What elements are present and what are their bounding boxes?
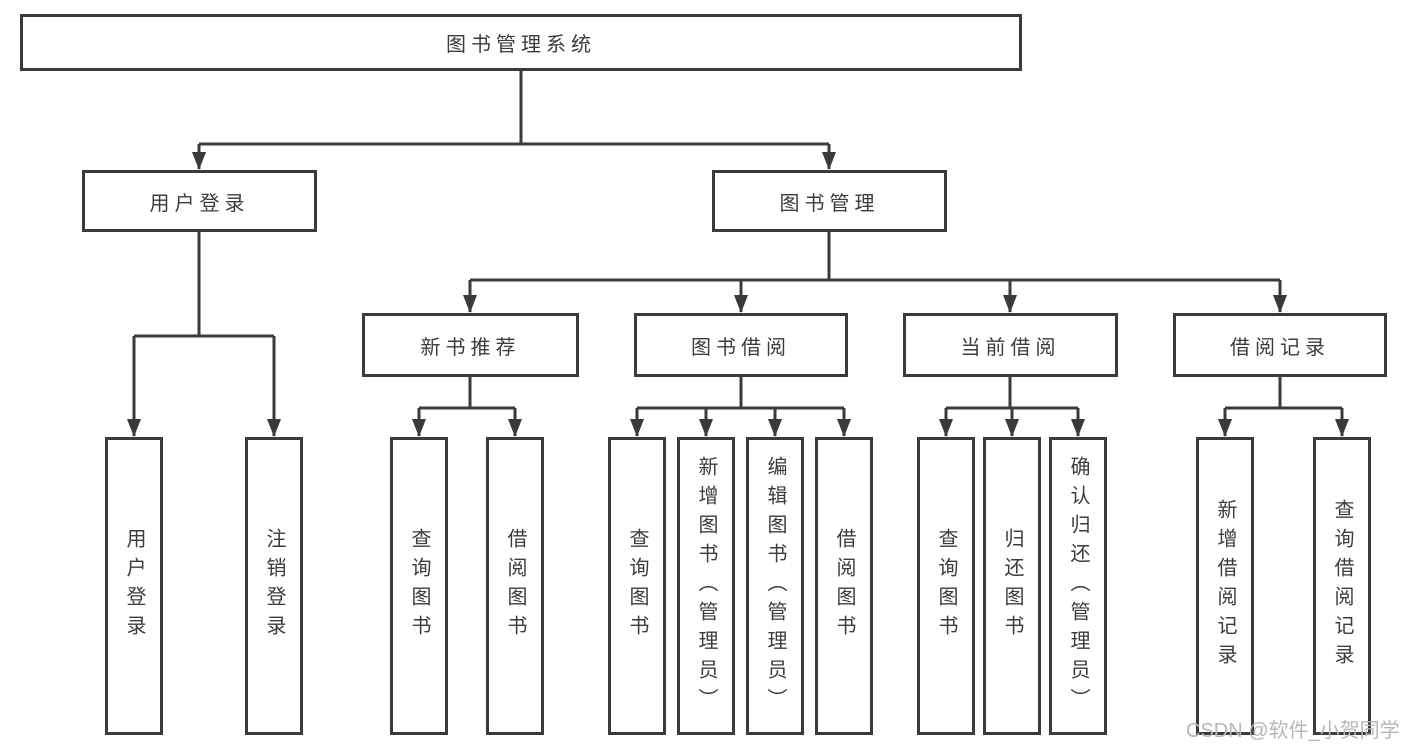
node-book-management: 图书管理 xyxy=(712,170,947,232)
node-library-system: 图书管理系统 xyxy=(20,14,1022,71)
csdn-watermark: CSDN @软件_小贺同学 xyxy=(1186,720,1400,742)
leaf-confirm-return-admin: 确认归还（管理员） xyxy=(1049,437,1107,735)
node-current-borrow: 当前借阅 xyxy=(903,313,1118,377)
node-new-book-recommend: 新书推荐 xyxy=(362,313,579,377)
node-book-management-label: 图书管理 xyxy=(779,192,880,215)
node-borrow-records: 借阅记录 xyxy=(1173,313,1387,377)
leaf-query-books-borrow-label: 查询图书 xyxy=(626,528,648,644)
node-user-login-label: 用户登录 xyxy=(149,192,250,215)
node-library-system-label: 图书管理系统 xyxy=(446,34,596,56)
leaf-user-login-label: 用户登录 xyxy=(123,528,145,644)
leaf-query-books-current-label: 查询图书 xyxy=(935,528,957,644)
leaf-query-books-current: 查询图书 xyxy=(917,437,975,735)
leaf-query-books-borrow: 查询图书 xyxy=(608,437,666,735)
leaf-logout-label: 注销登录 xyxy=(263,528,285,644)
leaf-borrow-books-recommend-label: 借阅图书 xyxy=(504,528,526,644)
leaf-logout: 注销登录 xyxy=(245,437,303,735)
leaf-edit-books-admin: 编辑图书（管理员） xyxy=(746,437,804,735)
leaf-borrow-books: 借阅图书 xyxy=(815,437,873,735)
leaf-query-borrow-record: 查询借阅记录 xyxy=(1313,437,1371,735)
leaf-add-books-admin-label: 新增图书（管理员） xyxy=(695,455,717,717)
leaf-borrow-books-recommend: 借阅图书 xyxy=(486,437,544,735)
node-user-login: 用户登录 xyxy=(82,170,317,232)
leaf-query-books-recommend-label: 查询图书 xyxy=(408,528,430,644)
node-current-borrow-label: 当前借阅 xyxy=(960,336,1061,359)
leaf-confirm-return-admin-label: 确认归还（管理员） xyxy=(1067,455,1089,717)
leaf-query-borrow-record-label: 查询借阅记录 xyxy=(1331,499,1353,673)
node-book-borrow: 图书借阅 xyxy=(634,313,848,377)
leaf-borrow-books-label: 借阅图书 xyxy=(833,528,855,644)
leaf-user-login: 用户登录 xyxy=(105,437,163,735)
leaf-return-books-label: 归还图书 xyxy=(1001,528,1023,644)
leaf-return-books: 归还图书 xyxy=(983,437,1041,735)
node-book-borrow-label: 图书借阅 xyxy=(691,336,791,359)
leaf-add-borrow-record-label: 新增借阅记录 xyxy=(1214,499,1236,673)
leaf-add-borrow-record: 新增借阅记录 xyxy=(1196,437,1254,735)
node-new-book-recommend-label: 新书推荐 xyxy=(420,336,521,359)
leaf-add-books-admin: 新增图书（管理员） xyxy=(677,437,735,735)
leaf-query-books-recommend: 查询图书 xyxy=(390,437,448,735)
leaf-edit-books-admin-label: 编辑图书（管理员） xyxy=(764,455,786,717)
node-borrow-records-label: 借阅记录 xyxy=(1230,336,1330,359)
